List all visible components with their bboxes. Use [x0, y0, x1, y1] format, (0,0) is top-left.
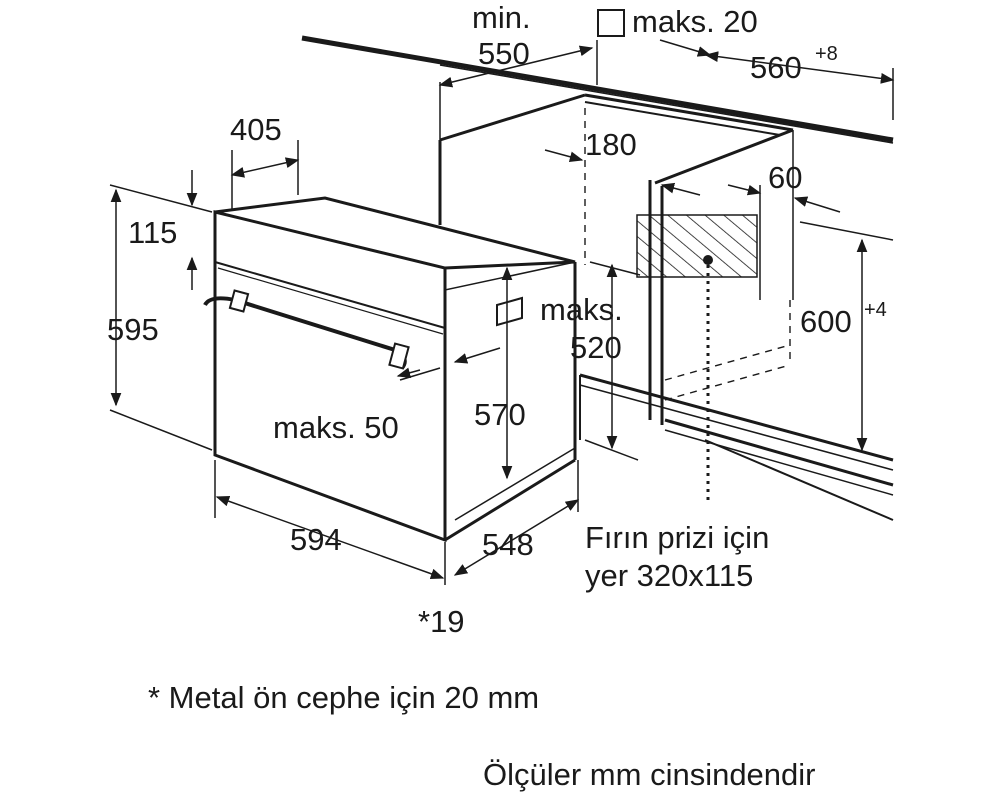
d570-label: 570 — [474, 397, 526, 432]
maks-50-label: maks. 50 — [273, 410, 399, 445]
depth-548-label: 548 — [482, 527, 534, 562]
width-560-tolerance: +8 — [815, 43, 838, 65]
d180-label: 180 — [585, 127, 637, 162]
width-560-label: 560 — [750, 50, 802, 85]
height-600-label: 600 — [800, 304, 852, 339]
min-label: min. — [472, 0, 531, 35]
maks-20-label: maks. 20 — [632, 4, 758, 39]
d60-label: 60 — [768, 160, 802, 195]
square-symbol-icon — [597, 9, 625, 37]
width-594-label: 594 — [290, 522, 342, 557]
d19-label: *19 — [418, 604, 465, 639]
units-note: Ölçüler mm cinsindendir — [483, 757, 816, 792]
depth-550-label: 550 — [478, 36, 530, 71]
metal-front-note: * Metal ön cephe için 20 mm — [148, 680, 539, 715]
d115-label: 115 — [128, 215, 177, 250]
oven — [203, 196, 577, 543]
d520-label: 520 — [570, 330, 622, 365]
cabinet-niche — [438, 93, 894, 521]
height-595-label: 595 — [107, 312, 159, 347]
socket-note-line2: yer 320x115 — [585, 558, 753, 593]
dimension-lines — [109, 39, 895, 585]
maks-label: maks. — [540, 292, 623, 327]
height-600-tolerance: +4 — [864, 299, 887, 321]
d405-label: 405 — [230, 112, 282, 147]
socket-area — [636, 214, 758, 505]
socket-note-line1: Fırın prizi için — [585, 520, 769, 555]
